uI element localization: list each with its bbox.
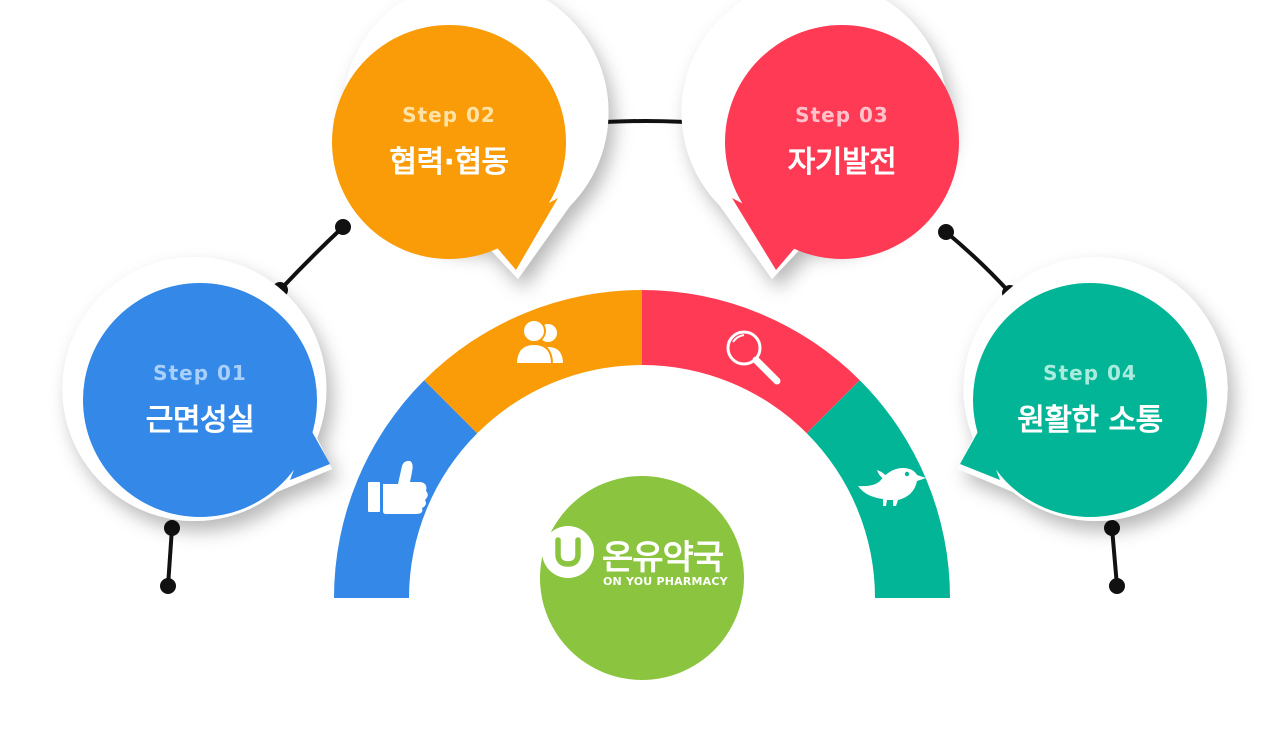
connector-4-tail <box>1110 526 1119 588</box>
bubble-step-01-fill <box>83 283 317 517</box>
connector-1-tail <box>166 526 174 588</box>
u-logo-icon <box>542 526 594 578</box>
bubble-step-04 <box>958 257 1228 522</box>
users-icon <box>514 319 566 365</box>
bubble-step-03 <box>681 0 959 279</box>
bird-icon <box>858 468 926 506</box>
connector-3-4 <box>944 230 1012 295</box>
bubble-step-04-fill <box>973 283 1207 517</box>
connector-1-2 <box>278 225 345 292</box>
bubble-step-01 <box>62 257 333 522</box>
thumbs-up-icon <box>368 460 428 514</box>
logo-circle <box>540 476 744 680</box>
bubble-step-02-fill <box>332 25 566 259</box>
magnifier-icon <box>726 330 781 385</box>
bubble-step-03-fill <box>725 25 959 259</box>
bubble-step-02 <box>332 0 609 279</box>
